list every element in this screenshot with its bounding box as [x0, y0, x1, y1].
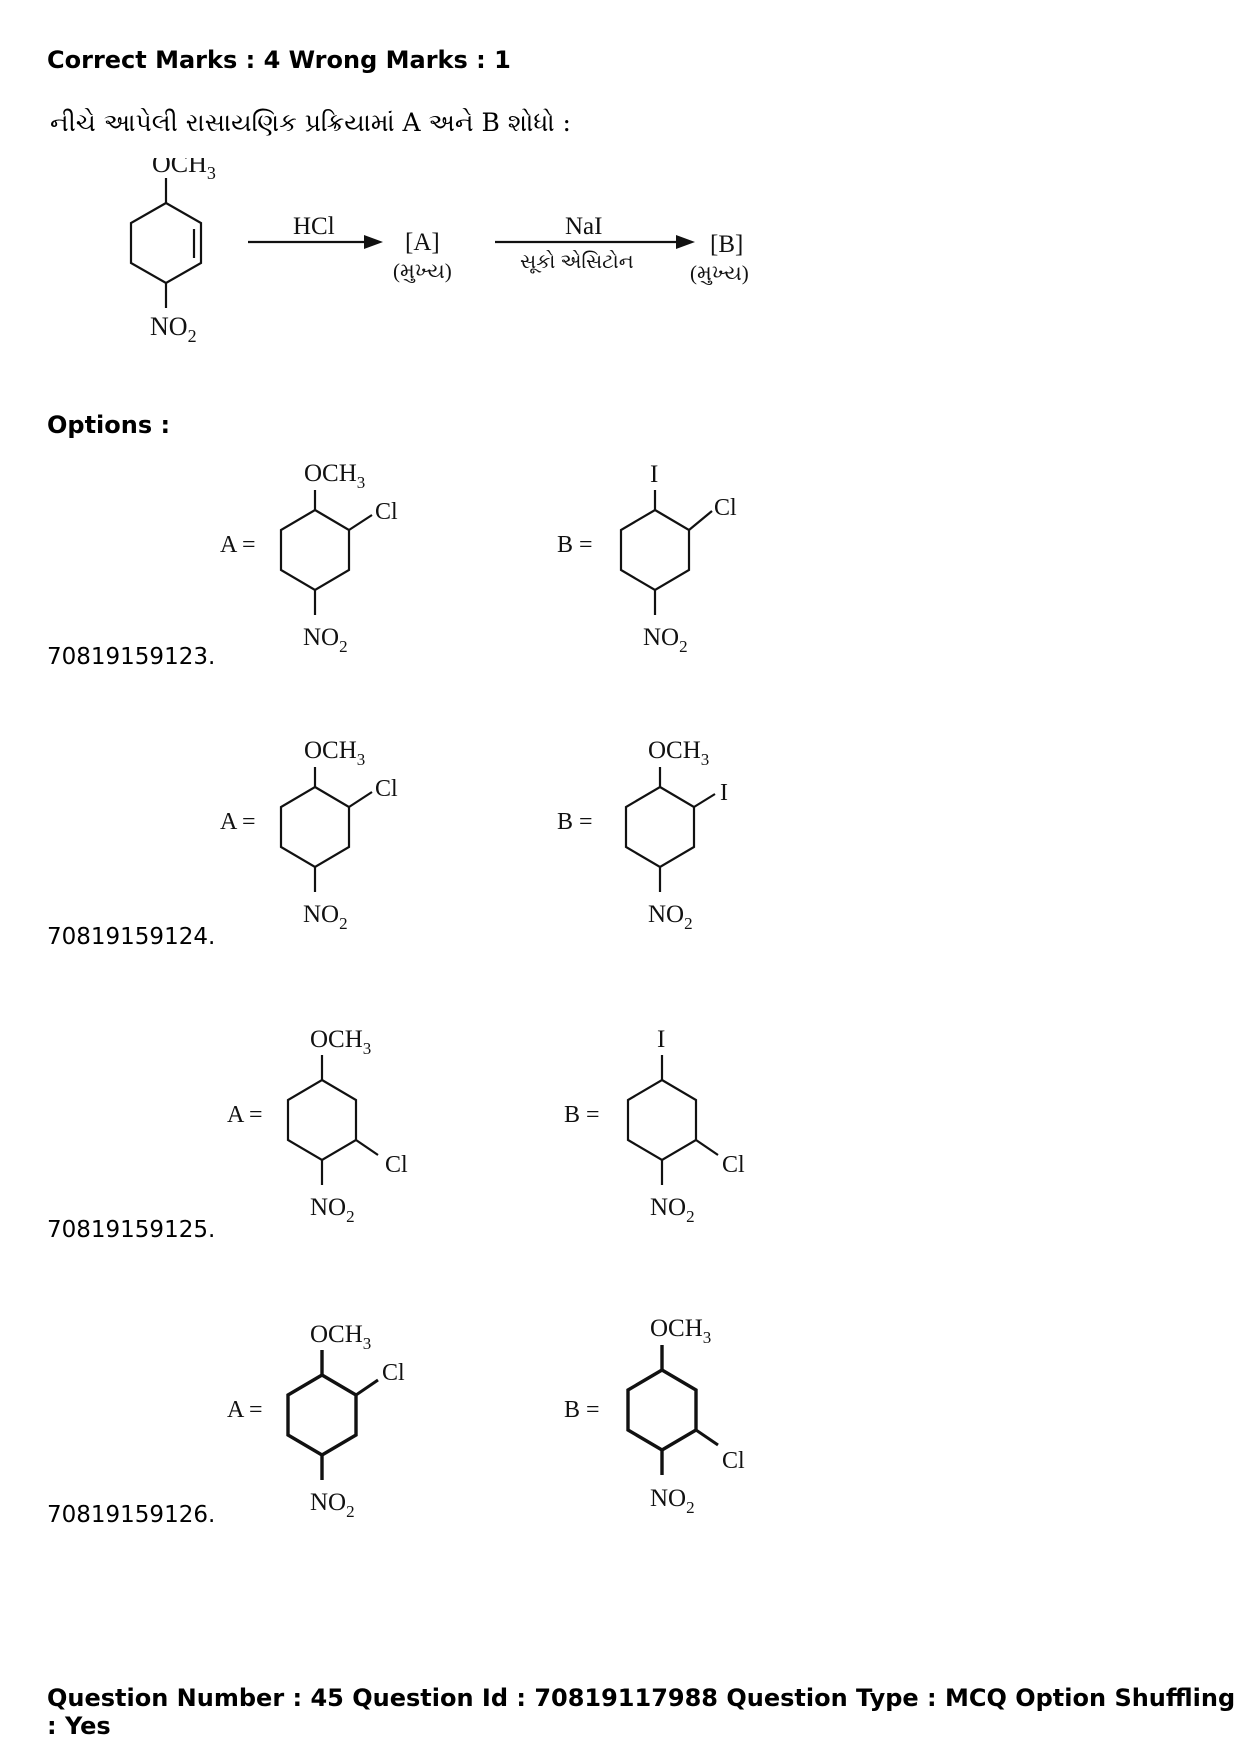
svg-text:A =: A = — [220, 809, 256, 835]
product-note: (મુખ્ય) — [690, 261, 749, 285]
svg-text:B =: B = — [564, 1102, 600, 1128]
svg-text:B =: B = — [557, 809, 593, 835]
option-3-b: B = I Cl NO2 — [564, 1026, 745, 1226]
option-4-id[interactable]: 70819159126. — [47, 1502, 216, 1528]
option-1-a: A = OCH3 Cl NO2 — [220, 460, 398, 656]
svg-text:B =: B = — [564, 1397, 600, 1423]
question-text: નીચે આપેલી રાસાયણિક પ્રક્રિયામાં A અને B… — [50, 108, 571, 137]
option-3-structures: A = OCH3 Cl NO2 B = I Cl NO2 — [227, 1026, 745, 1226]
svg-text:I: I — [720, 780, 728, 806]
option-1-id[interactable]: 70819159123. — [47, 644, 216, 670]
svg-text:Cl: Cl — [375, 499, 398, 525]
option-2-b: B = OCH3 I NO2 — [557, 737, 728, 933]
option-4-a: A = OCH3 Cl NO2 — [227, 1321, 405, 1521]
svg-text:Cl: Cl — [375, 776, 398, 802]
svg-text:NO2: NO2 — [648, 901, 693, 933]
reactant-bottom-label: NO — [150, 312, 188, 341]
arrow-2: NaI સૂકો એસિટોન — [495, 213, 695, 273]
marks-line: Correct Marks : 4 Wrong Marks : 1 — [47, 46, 511, 74]
svg-text:B =: B = — [557, 532, 593, 558]
svg-text:A =: A = — [227, 1102, 263, 1128]
arrow-1: HCl — [248, 213, 383, 249]
svg-text:NO2: NO2 — [150, 312, 197, 346]
reagent-1: HCl — [293, 213, 335, 240]
svg-text:OCH3: OCH3 — [650, 1315, 711, 1347]
svg-text:Cl: Cl — [722, 1152, 745, 1178]
options-label: Options : — [47, 411, 171, 439]
svg-text:OCH3: OCH3 — [152, 158, 216, 183]
svg-text:A =: A = — [220, 532, 256, 558]
option-3-id[interactable]: 70819159125. — [47, 1217, 216, 1243]
svg-text:NO2: NO2 — [643, 624, 688, 656]
option-4-structures: A = OCH3 Cl NO2 B = OCH3 Cl NO2 — [227, 1315, 745, 1521]
svg-text:I: I — [650, 461, 658, 488]
reagent-2: NaI — [565, 213, 602, 240]
reaction-scheme: OCH3 NO2 HCl [A] (મુખ્ય) NaI સૂકો એસિટોન… — [129, 158, 749, 346]
svg-text:A =: A = — [227, 1397, 263, 1423]
reactant-structure: OCH3 NO2 — [129, 158, 216, 346]
intermediate-note: (મુખ્ય) — [393, 259, 452, 283]
reagent-2-condition: સૂકો એસિટોન — [520, 250, 634, 273]
question-meta: Question Number : 45 Question Id : 70819… — [47, 1684, 1236, 1740]
svg-text:NO2: NO2 — [310, 1194, 355, 1226]
svg-text:Cl: Cl — [385, 1152, 408, 1178]
svg-text:NO2: NO2 — [310, 1489, 355, 1521]
svg-text:OCH3: OCH3 — [304, 460, 365, 492]
svg-text:NO2: NO2 — [303, 901, 348, 933]
svg-text:NO2: NO2 — [303, 624, 348, 656]
svg-text:Cl: Cl — [722, 1448, 745, 1474]
reactant-top-label: OCH — [152, 158, 207, 178]
option-1-b: B = I Cl NO2 — [557, 461, 737, 656]
product: [B] — [710, 231, 743, 258]
option-3-a: A = OCH3 Cl NO2 — [227, 1026, 408, 1226]
svg-text:Cl: Cl — [714, 495, 737, 521]
svg-text:NO2: NO2 — [650, 1485, 695, 1517]
svg-text:I: I — [657, 1026, 665, 1053]
option-2-id[interactable]: 70819159124. — [47, 924, 216, 950]
option-2-structures: A = OCH3 Cl NO2 B = OCH3 I NO2 — [220, 737, 728, 933]
svg-text:OCH3: OCH3 — [310, 1026, 371, 1058]
option-4-b: B = OCH3 Cl NO2 — [564, 1315, 745, 1517]
intermediate: [A] — [405, 229, 440, 256]
svg-text:OCH3: OCH3 — [648, 737, 709, 769]
option-2-a: A = OCH3 Cl NO2 — [220, 737, 398, 933]
svg-text:Cl: Cl — [382, 1360, 405, 1386]
svg-text:OCH3: OCH3 — [310, 1321, 371, 1353]
svg-text:NO2: NO2 — [650, 1194, 695, 1226]
svg-text:OCH3: OCH3 — [304, 737, 365, 769]
option-1-structures: A = OCH3 Cl NO2 B = I Cl NO2 — [220, 460, 737, 656]
